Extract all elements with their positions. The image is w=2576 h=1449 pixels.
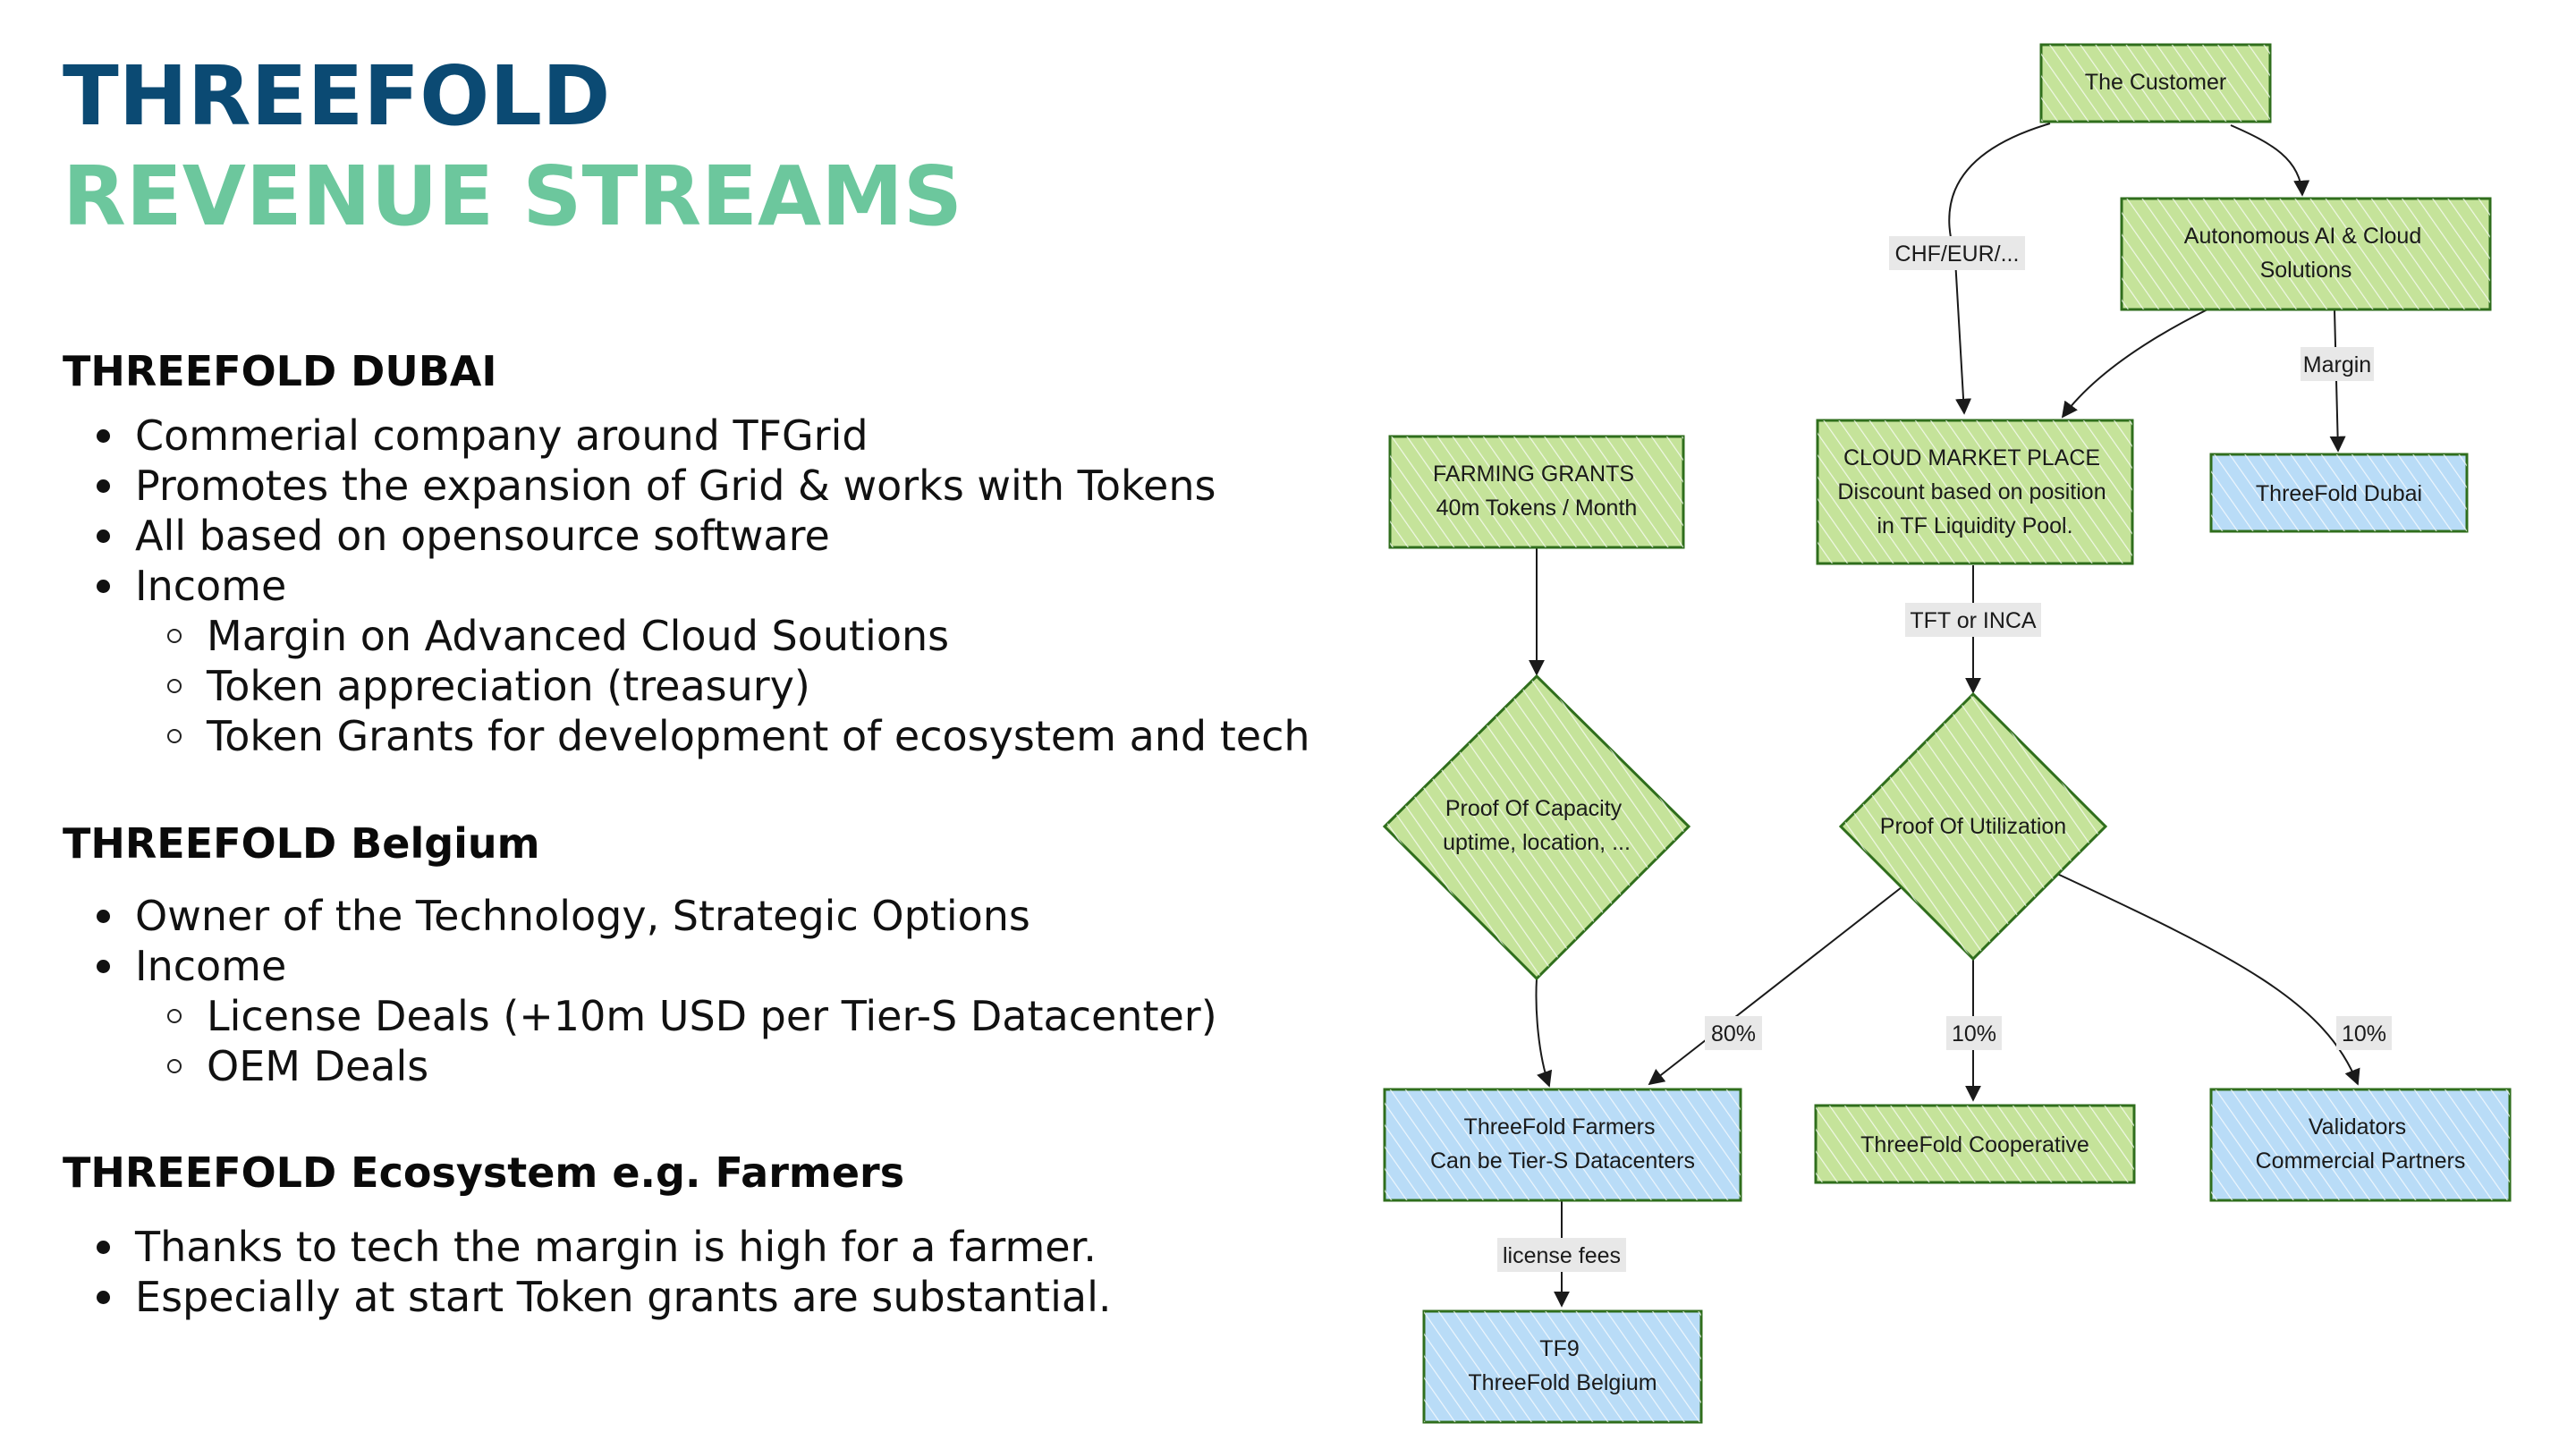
svg-text:80%: 80% xyxy=(1711,1021,1756,1046)
edge-label-tft-or-inca: TFT or INCA xyxy=(1905,603,2041,637)
node-the-customer-label: The Customer xyxy=(2085,70,2226,95)
edge-label-80-percent: 80% xyxy=(1705,1016,1762,1050)
node-autonomous-ai-label: Autonomous AI & Cloud Solutions xyxy=(2184,224,2428,283)
node-threefold-farmers: ThreeFold Farmers Can be Tier-S Datacent… xyxy=(1383,1088,1742,1202)
node-proof-of-capacity: Proof Of Capacity uptime, location, ... xyxy=(1382,674,1691,981)
dubai-bullet-4: Income xyxy=(0,561,1310,611)
dubai-bullet-3: All based on opensource software xyxy=(0,511,1310,561)
dubai-sub-bullet-1: Margin on Advanced Cloud Soutions xyxy=(0,611,1310,661)
svg-text:TFT or INCA: TFT or INCA xyxy=(1910,608,2037,633)
dubai-sub-bullet-2: Token appreciation (treasury) xyxy=(0,661,1310,711)
node-threefold-cooperative: ThreeFold Cooperative xyxy=(1814,1104,2136,1184)
edge-label-chf-eur: CHF/EUR/... xyxy=(1889,236,2025,270)
node-threefold-cooperative-label: ThreeFold Cooperative xyxy=(1860,1132,2089,1157)
heading-ecosystem: THREEFOLD Ecosystem e.g. Farmers xyxy=(63,1148,905,1197)
node-farming-grants: FARMING GRANTS 40m Tokens / Month xyxy=(1388,435,1685,549)
edge-label-margin: Margin xyxy=(2301,347,2374,381)
dubai-bullet-2: Promotes the expansion of Grid & works w… xyxy=(0,461,1310,511)
node-validators: Validators Commercial Partners xyxy=(2209,1088,2512,1202)
node-tf9-belgium: TF9 ThreeFold Belgium xyxy=(1422,1309,1703,1424)
node-farming-grants-label: FARMING GRANTS 40m Tokens / Month xyxy=(1433,462,1640,521)
node-proof-of-capacity-label: Proof Of Capacity uptime, location, ... xyxy=(1443,796,1631,855)
heading-dubai: THREEFOLD DUBAI xyxy=(63,347,497,395)
node-threefold-dubai: ThreeFold Dubai xyxy=(2209,453,2469,533)
svg-text:Margin: Margin xyxy=(2303,352,2371,377)
belgium-bullet-1: Owner of the Technology, Strategic Optio… xyxy=(0,891,1217,941)
node-tf9-belgium-label: TF9 ThreeFold Belgium xyxy=(1468,1336,1657,1395)
node-the-customer: The Customer xyxy=(2039,43,2272,123)
node-autonomous-ai: Autonomous AI & Cloud Solutions xyxy=(2120,197,2492,311)
title-line-1: THREEFOLD xyxy=(63,48,611,144)
belgium-bullets: Owner of the Technology, Strategic Optio… xyxy=(0,891,1217,1091)
node-cloud-market-place: CLOUD MARKET PLACE Discount based on pos… xyxy=(1816,419,2134,565)
ecosystem-bullet-2: Especially at start Token grants are sub… xyxy=(0,1272,1111,1322)
edge-customer-to-autonomous xyxy=(2230,124,2310,197)
ecosystem-bullet-1: Thanks to tech the margin is high for a … xyxy=(0,1222,1111,1272)
svg-text:CHF/EUR/...: CHF/EUR/... xyxy=(1895,242,2020,267)
edge-label-10-percent-cooperative: 10% xyxy=(1946,1016,2002,1050)
node-threefold-dubai-label: ThreeFold Dubai xyxy=(2256,481,2422,506)
node-cloud-market-place-label: CLOUD MARKET PLACE Discount based on pos… xyxy=(1837,445,2112,538)
edge-autonomous-to-market xyxy=(2061,309,2208,419)
svg-text:10%: 10% xyxy=(1952,1021,1996,1046)
edge-utilization-to-farmers xyxy=(1648,886,1902,1086)
title-line-2: REVENUE STREAMS xyxy=(63,148,963,244)
edge-utilization-to-validators xyxy=(2055,872,2360,1086)
ecosystem-bullets: Thanks to tech the margin is high for a … xyxy=(0,1222,1111,1322)
node-proof-of-utilization: Proof Of Utilization xyxy=(1838,691,2108,962)
edge-label-10-percent-validators: 10% xyxy=(2336,1016,2392,1050)
belgium-sub-bullet-2: OEM Deals xyxy=(0,1041,1217,1091)
svg-text:license fees: license fees xyxy=(1503,1243,1621,1268)
dubai-sub-bullet-3: Token Grants for development of ecosyste… xyxy=(0,711,1310,761)
heading-belgium: THREEFOLD Belgium xyxy=(63,819,540,868)
edge-capacity-to-farmers xyxy=(1535,978,1553,1088)
dubai-bullets: Commerial company around TFGrid Promotes… xyxy=(0,411,1310,761)
svg-text:10%: 10% xyxy=(2342,1021,2386,1046)
dubai-bullet-1: Commerial company around TFGrid xyxy=(0,411,1310,461)
node-threefold-farmers-label: ThreeFold Farmers Can be Tier-S Datacent… xyxy=(1430,1114,1695,1174)
node-validators-label: Validators Commercial Partners xyxy=(2256,1114,2466,1174)
belgium-sub-bullet-1: License Deals (+10m USD per Tier-S Datac… xyxy=(0,991,1217,1041)
node-proof-of-utilization-label: Proof Of Utilization xyxy=(1880,814,2066,839)
edge-label-license-fees: license fees xyxy=(1497,1238,1626,1272)
belgium-bullet-2: Income xyxy=(0,941,1217,991)
